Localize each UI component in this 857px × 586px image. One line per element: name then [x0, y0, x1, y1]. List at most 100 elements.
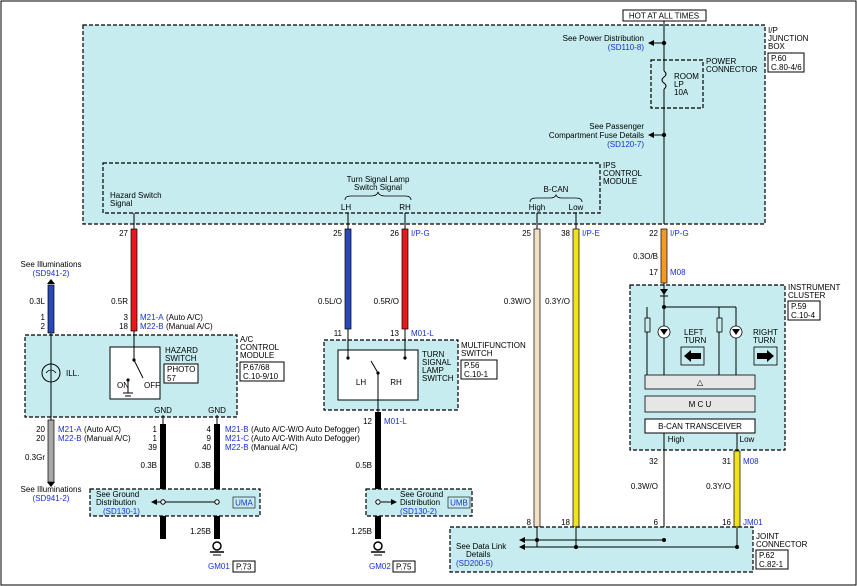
ac-b-m21a: M21-A [58, 425, 82, 434]
cl-m08-top: M08 [670, 268, 686, 277]
splice-dot [662, 538, 666, 542]
cl-page: P.59 [791, 302, 807, 311]
mf-rh: RH [390, 378, 402, 387]
fuse-lp-label: LP [674, 80, 684, 89]
right-1: RIGHT [753, 328, 778, 337]
ill-label: ILL. [66, 369, 79, 378]
ip-junction-box-panel [83, 25, 765, 224]
see-ground-1: See Ground [96, 490, 139, 499]
wire-03b-a: 0.3B [141, 461, 157, 470]
splice-dot [574, 545, 578, 549]
ac-b-m22b-desc: (Manual A/C) [84, 434, 131, 443]
ac-pin-2: 2 [41, 322, 46, 331]
wire-03gr: 0.3Gr [25, 453, 45, 462]
left-2: TURN [684, 336, 706, 345]
conn-ipe: I/P-E [582, 229, 600, 238]
jc-pin-8: 8 [527, 518, 532, 527]
pin-25b: 25 [522, 229, 531, 238]
right-arrow-frame [753, 346, 778, 366]
mf-name-1: MULTIFUNCTION [461, 341, 526, 350]
ips-low: Low [569, 203, 584, 212]
mf-turn-1: TURN [422, 350, 444, 359]
white-wire-bcan-high [533, 228, 541, 528]
see-data-1: See Data Link [456, 542, 507, 551]
gm02-page-box [392, 560, 416, 573]
gm01-label: GM01 [208, 562, 230, 571]
turn-signal-1: Turn Signal Lamp [347, 175, 410, 184]
bcan-transceiver: B-CAN TRANSCEIVER [658, 422, 742, 431]
cluster-outline [629, 284, 786, 451]
splice-dot [735, 545, 739, 549]
ac-m22b-desc: (Manual A/C) [166, 322, 213, 331]
mcu-block [644, 395, 756, 413]
illum-ref-top: (SD941-2) [33, 269, 70, 278]
ground-dist-1: Distribution [96, 498, 136, 507]
ip-page-box [767, 52, 805, 73]
ips-label-3: MODULE [603, 177, 637, 186]
wire-03ob: 0.3O/B [633, 252, 658, 261]
jc-conn: C.82-1 [759, 560, 784, 569]
conn-ipg-1: I/P-G [411, 229, 430, 238]
driver-block [644, 374, 756, 390]
ac-m21a: M21-A [140, 313, 164, 322]
jc-pin-18: 18 [561, 518, 570, 527]
passenger-fuse-ref: (SD120-7) [607, 140, 644, 149]
ip-page: P.60 [771, 54, 787, 63]
see-data-2: Details [466, 550, 490, 559]
photo-1: PHOTO [167, 365, 195, 374]
fuse-amp-label: 10A [674, 88, 689, 97]
illum-ref-bottom: (SD941-2) [33, 494, 70, 503]
ips-label-1: IPS [603, 161, 616, 170]
see-illum-bottom: See Illuminations [21, 485, 82, 494]
ac-m21a-desc: (Auto A/C) [166, 313, 203, 322]
ac-b-20b: 20 [36, 434, 45, 443]
ac-pin-3: 3 [124, 313, 129, 322]
umb-arrow [391, 499, 397, 505]
black-wire-gnd-1 [160, 424, 166, 539]
ac-b-40: 40 [202, 443, 211, 452]
ac-b-m21c: M21-C [225, 434, 249, 443]
ip-conn: C.80-4/6 [771, 63, 802, 72]
ac-b-m22b2-desc: (Manual A/C) [251, 443, 298, 452]
orange-wire-cluster [660, 228, 668, 284]
jc-page: P.62 [759, 551, 775, 560]
ac-b-9: 9 [207, 434, 212, 443]
switch-on: ON [117, 381, 129, 390]
gm01-page: P.73 [236, 563, 252, 572]
multifunction-outline [323, 339, 459, 411]
mf-pin-12: 12 [363, 417, 372, 426]
wire-05b: 0.5B [356, 461, 372, 470]
jc-pin-16: 16 [722, 518, 731, 527]
ac-m22b: M22-B [140, 322, 164, 331]
ac-name-2: CONTROL [240, 343, 280, 352]
red-wire-hazard [130, 228, 138, 332]
cl-name-2: CLUSTER [788, 291, 826, 300]
wire-05r: 0.5R [111, 297, 128, 306]
uma-outline [89, 488, 261, 517]
ips-high: High [529, 203, 545, 212]
hazard-label-1: HAZARD [165, 346, 198, 355]
pin-26: 26 [390, 229, 399, 238]
ac-name-1: A/C [240, 335, 254, 344]
pin-22: 22 [649, 229, 658, 238]
gnd-1: GND [154, 406, 172, 415]
switch-arm [370, 360, 379, 374]
ip-junction-box-outline [82, 24, 766, 225]
power-connector-outline [650, 59, 704, 109]
mf-m01l-top: M01-L [411, 329, 434, 338]
uma-label: UMA [235, 499, 253, 508]
black-wire-gnd-2 [214, 424, 220, 539]
ac-b-1: 1 [153, 425, 158, 434]
ac-page-box [239, 361, 285, 382]
left-1: LEFT [684, 328, 704, 337]
ips-label-2: CONTROL [603, 169, 643, 178]
see-power-distribution: See Power Distribution [563, 34, 644, 43]
wire-03wo-b: 0.3W/O [631, 482, 658, 491]
pin-25a: 25 [333, 229, 342, 238]
left-arrow-icon [684, 350, 701, 362]
ac-b-m21c-desc: (Auto A/C-With Auto Defogger) [251, 434, 360, 443]
ac-b-39: 39 [148, 443, 157, 452]
conn-ipg-2: I/P-G [670, 229, 689, 238]
